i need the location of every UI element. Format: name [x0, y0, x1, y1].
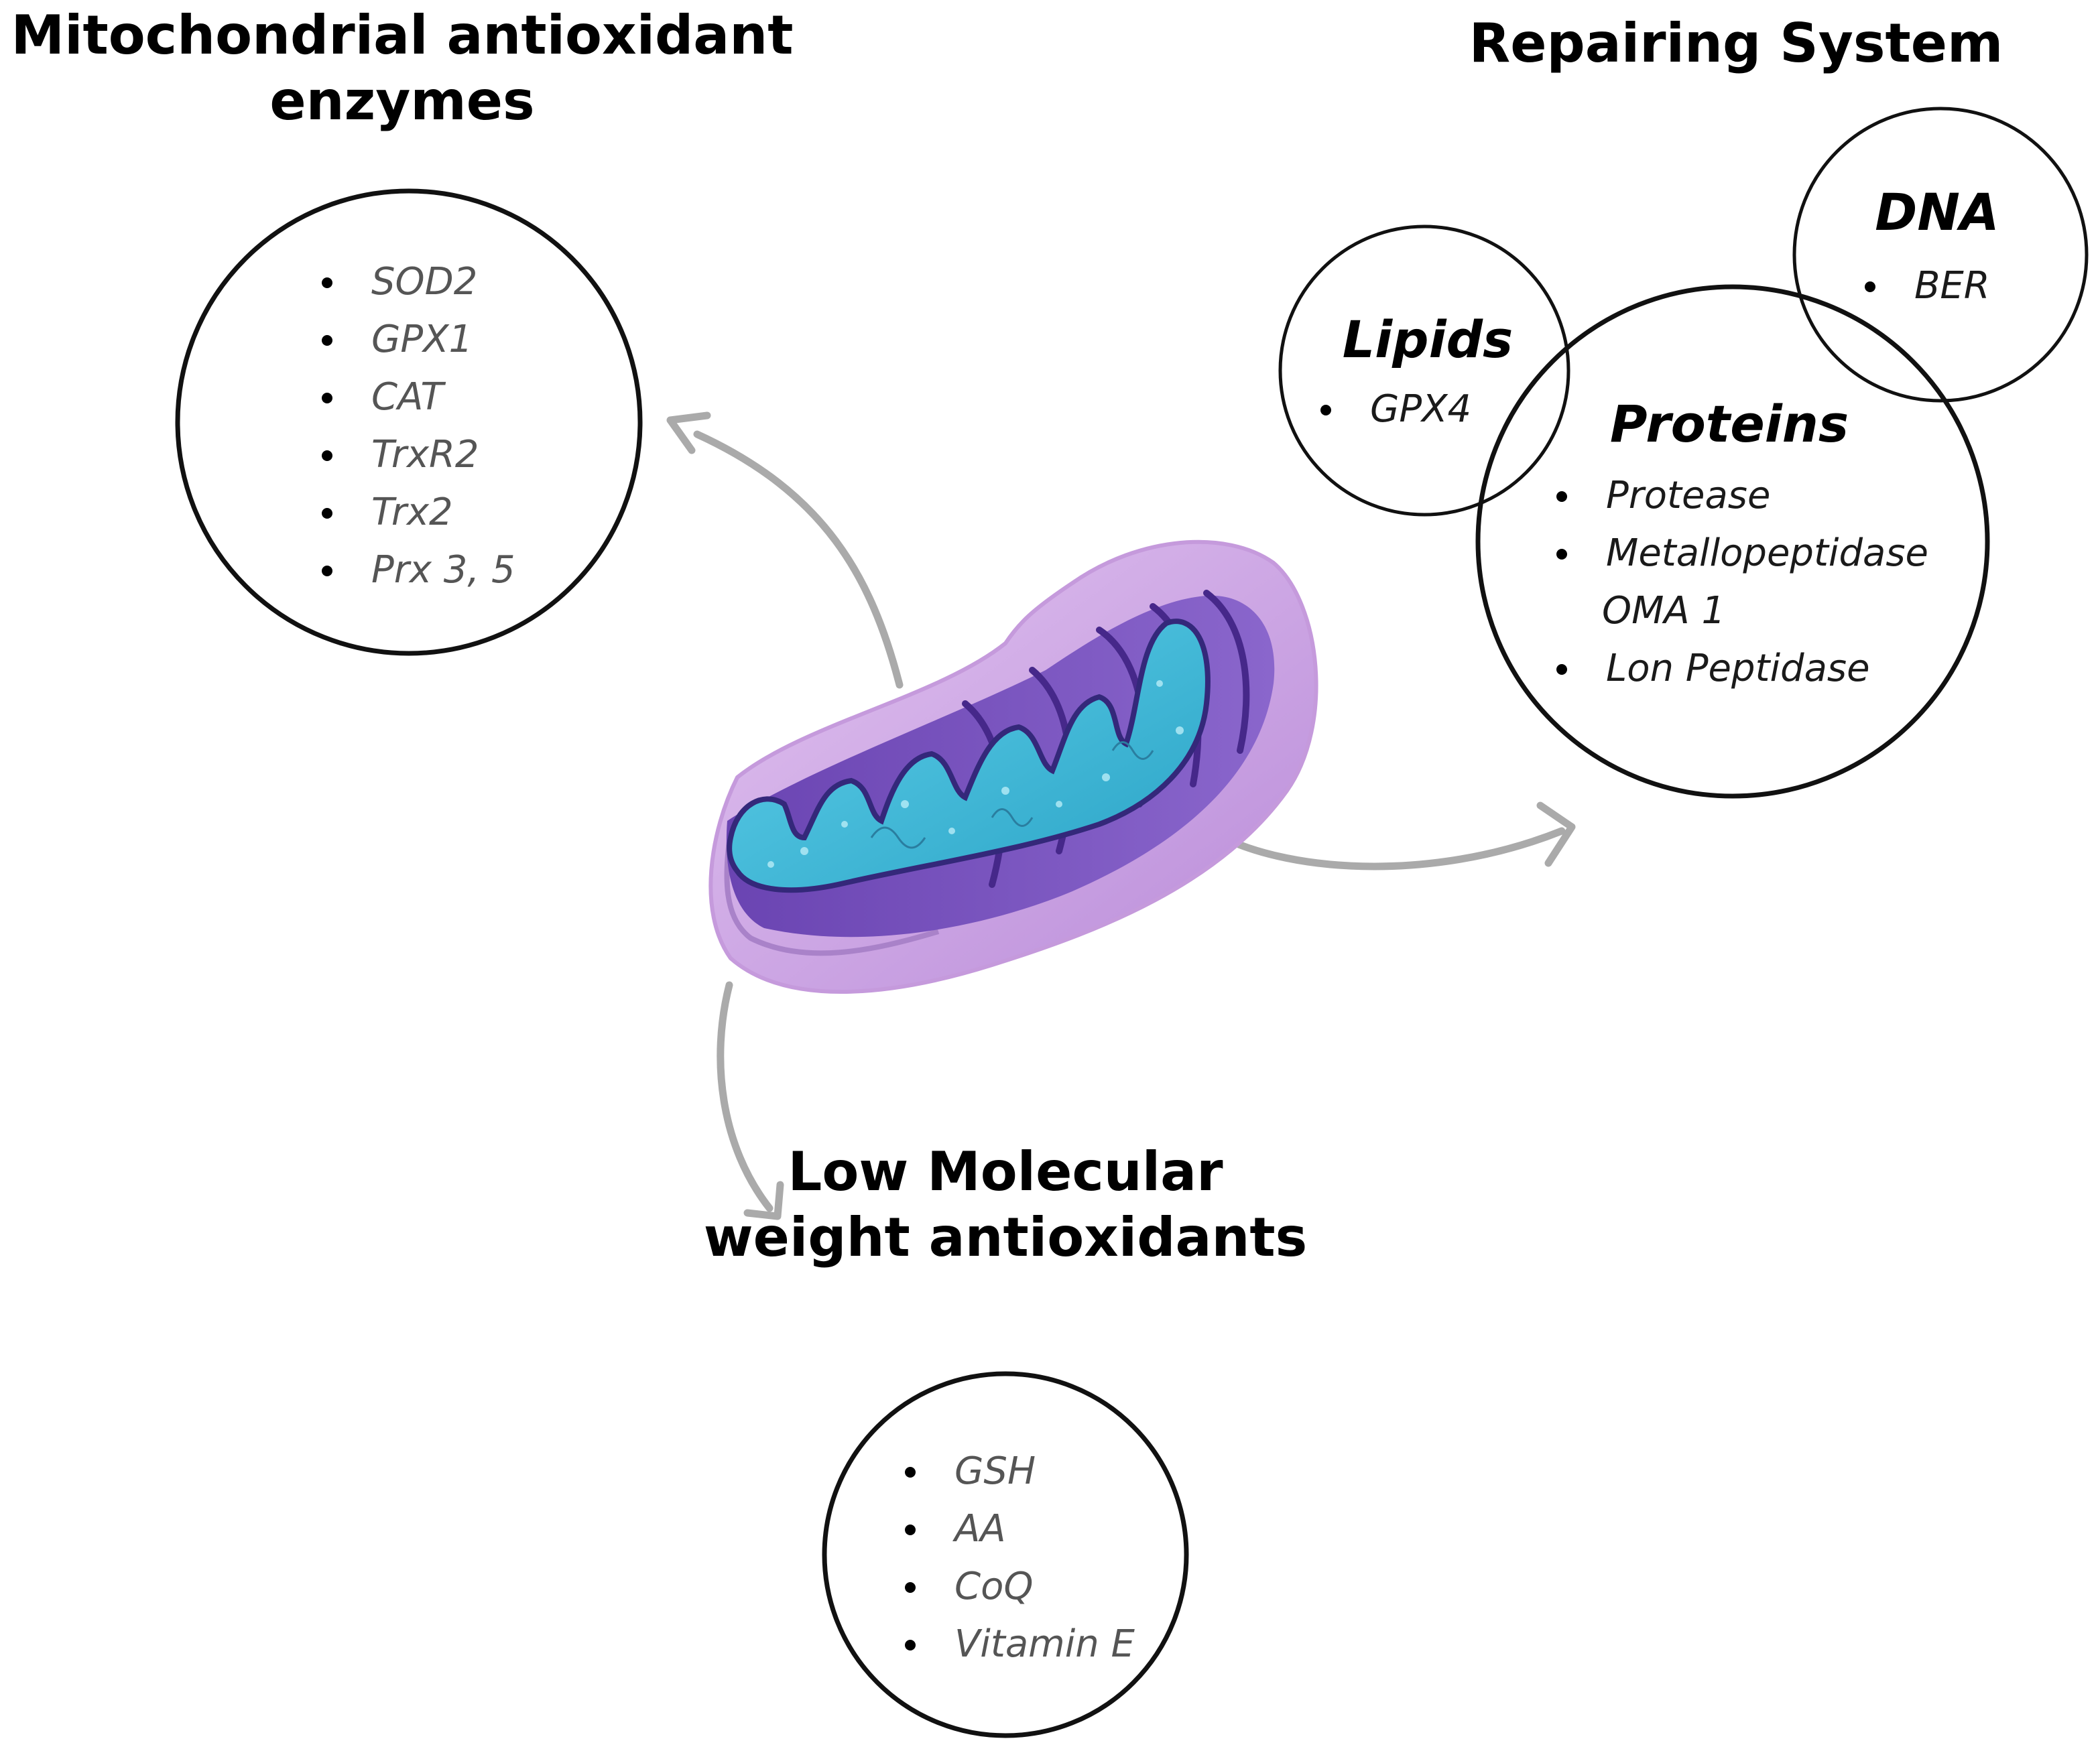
list-item: Prx 3, 5 [322, 541, 515, 599]
list-item: Trx2 [322, 484, 515, 541]
lmw-heading-line-1: Low Molecular [788, 1141, 1223, 1203]
list-item: CoQ [905, 1558, 1135, 1616]
list-item: GPX4 [1320, 381, 1471, 438]
dna-list: BER [1865, 257, 1990, 315]
list-item: Lon Peptidase [1556, 640, 1928, 698]
arrow-to-lmw [717, 981, 784, 1220]
dna-title: DNA [1875, 182, 1999, 242]
enzymes-heading-line-2: enzymes [269, 69, 535, 132]
list-item: AA [905, 1500, 1135, 1558]
enzymes-circle [175, 188, 643, 656]
arrow-to-repair [1209, 801, 1576, 870]
list-item-continuation: OMA 1 [1602, 589, 1726, 633]
list-item-text: Metallopeptidase [1606, 531, 1928, 575]
lmw-heading: Low Molecular weight antioxidants [677, 1139, 1334, 1270]
lmw-list: GSH AA CoQ Vitamin E [905, 1443, 1135, 1673]
lmw-heading-line-2: weight antioxidants [703, 1206, 1308, 1269]
proteins-circle [1475, 284, 1990, 799]
list-item: TrxR2 [322, 426, 515, 484]
dna-circle [1792, 107, 2089, 403]
mitochondrion-illustration [708, 539, 1318, 994]
list-item: GSH [905, 1443, 1135, 1500]
repair-heading: Repairing System [1469, 12, 2003, 74]
list-item: Protease [1556, 467, 1928, 525]
list-item: GPX1 [322, 311, 515, 369]
list-item: SOD2 [322, 253, 515, 311]
list-item: Vitamin E [905, 1616, 1135, 1673]
arrow-to-enzymes [666, 411, 904, 689]
list-item: Metallopeptidase OMA 1 [1556, 525, 1928, 640]
proteins-title: Proteins [1609, 394, 1849, 454]
proteins-list: Protease Metallopeptidase OMA 1 Lon Pept… [1556, 467, 1928, 698]
list-item: BER [1865, 257, 1990, 315]
enzymes-list: SOD2 GPX1 CAT TrxR2 Trx2 Prx 3, 5 [322, 253, 515, 599]
lmw-circle [822, 1371, 1189, 1738]
lipids-title: Lipids [1342, 310, 1514, 369]
enzymes-heading-line-1: Mitochondrial antioxidant [11, 4, 794, 66]
lipids-list: GPX4 [1320, 381, 1471, 438]
enzymes-heading: Mitochondrial antioxidant enzymes [0, 3, 804, 133]
lipids-circle [1278, 224, 1570, 517]
list-item: CAT [322, 369, 515, 426]
